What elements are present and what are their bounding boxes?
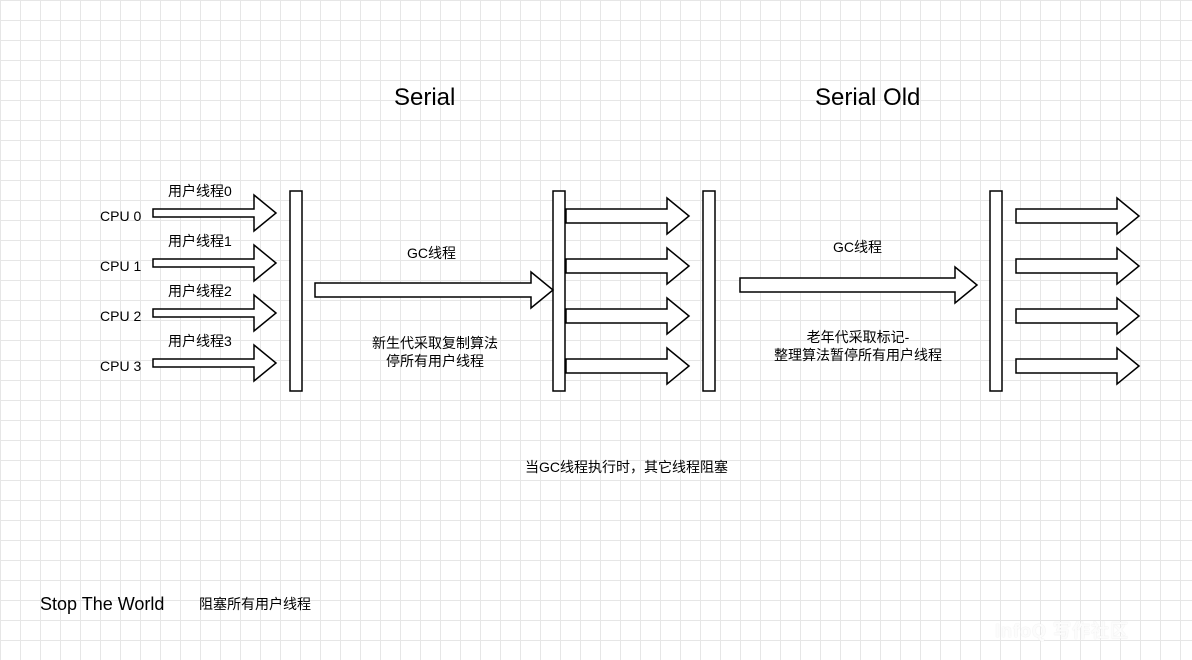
safepoint-bar-3 <box>702 190 716 392</box>
safepoint-bar-1 <box>289 190 303 392</box>
final-thread-arrow-2 <box>1015 296 1141 336</box>
resumed-thread-arrow-2 <box>565 296 691 336</box>
cpu-label-1: CPU 1 <box>100 258 142 274</box>
resumed-thread-arrow-0 <box>565 196 691 236</box>
serial-old-note-line-1: 老年代采取标记- <box>806 329 910 345</box>
safepoint-bar-4 <box>989 190 1003 392</box>
serial-old-note-line-2: 整理算法暂停所有用户线程 <box>774 347 942 363</box>
serial-note-line-2: 停所有用户线程 <box>386 353 484 369</box>
serial-old-note: 老年代采取标记- 整理算法暂停所有用户线程 <box>758 328 958 364</box>
center-note: 当GC线程执行时，其它线程阻塞 <box>525 459 728 475</box>
cpu-label-3: CPU 3 <box>100 358 142 374</box>
resumed-thread-arrow-3 <box>565 346 691 386</box>
final-thread-arrow-1 <box>1015 246 1141 286</box>
user-thread-arrow-0 <box>152 193 278 233</box>
serial-gc-arrow <box>314 270 555 310</box>
user-thread-arrow-1 <box>152 243 278 283</box>
user-thread-label-3: 用户线程3 <box>168 333 232 349</box>
resumed-thread-arrow-1 <box>565 246 691 286</box>
cpu-label-0: CPU 0 <box>100 208 142 224</box>
serial-note-line-1: 新生代采取复制算法 <box>372 335 498 351</box>
title-serial-old: Serial Old <box>815 84 921 111</box>
user-thread-arrow-2 <box>152 293 278 333</box>
user-thread-label-1: 用户线程1 <box>168 233 232 249</box>
stop-the-world-label: Stop The World <box>40 594 165 614</box>
serial-gc-label: GC线程 <box>407 245 456 261</box>
user-thread-label-2: 用户线程2 <box>168 283 232 299</box>
serial-old-gc-label: GC线程 <box>833 239 882 255</box>
final-thread-arrow-3 <box>1015 346 1141 386</box>
user-thread-arrow-3 <box>152 343 278 383</box>
safepoint-bar-2 <box>552 190 566 392</box>
title-serial: Serial <box>394 84 456 111</box>
serial-old-gc-arrow <box>739 265 979 305</box>
user-thread-label-0: 用户线程0 <box>168 183 232 199</box>
final-thread-arrow-0 <box>1015 196 1141 236</box>
serial-note: 新生代采取复制算法 停所有用户线程 <box>360 334 510 370</box>
cpu-label-2: CPU 2 <box>100 308 142 324</box>
watermark: InfoQ 写作社区 <box>995 621 1129 641</box>
stop-the-world-desc: 阻塞所有用户线程 <box>199 596 311 612</box>
